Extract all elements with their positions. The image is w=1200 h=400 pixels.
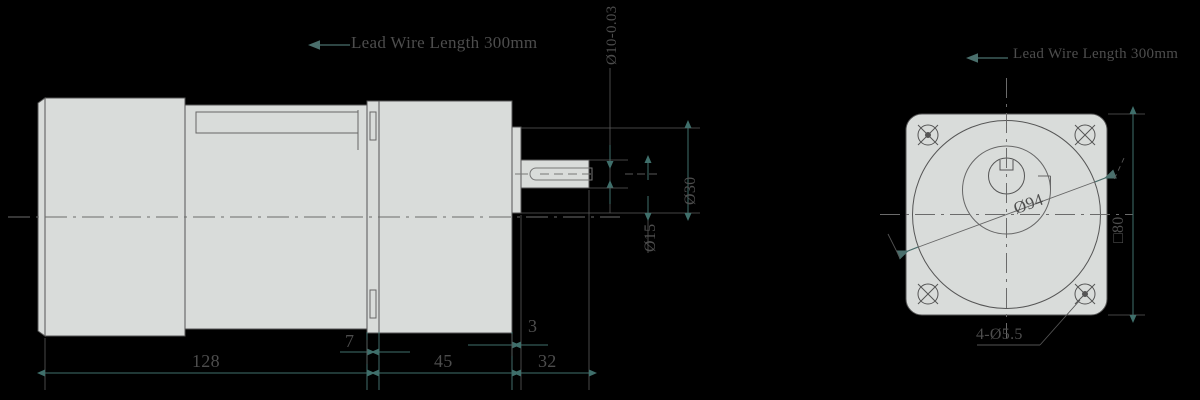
bolt-hole-label: 4-Ø5.5: [976, 326, 1023, 343]
end-view-dimensions: [887, 106, 1145, 346]
dimension-label-square-80: □80: [1110, 216, 1127, 243]
dimension-label-45: 45: [434, 351, 453, 371]
side-view-geometry: [8, 97, 620, 337]
lead-wire-label-left: Lead Wire Length 300mm: [351, 33, 538, 52]
dimension-label-7: 7: [345, 331, 355, 351]
dimension-label-diameter-15: Ø15: [642, 223, 659, 252]
end-view-geometry: [880, 78, 1133, 338]
dimension-label-diameter-10: Ø10-0.03: [604, 5, 620, 65]
dimension-label-32: 32: [538, 351, 557, 371]
side-view-dimension-lines: [37, 190, 597, 390]
dimension-label-diameter-30: Ø30: [682, 176, 699, 205]
lead-wire-label-right: Lead Wire Length 300mm: [1013, 46, 1179, 62]
dimension-label-128: 128: [192, 351, 220, 371]
side-view-diameter-dimensions: [521, 68, 700, 253]
dimension-label-3: 3: [528, 316, 538, 336]
